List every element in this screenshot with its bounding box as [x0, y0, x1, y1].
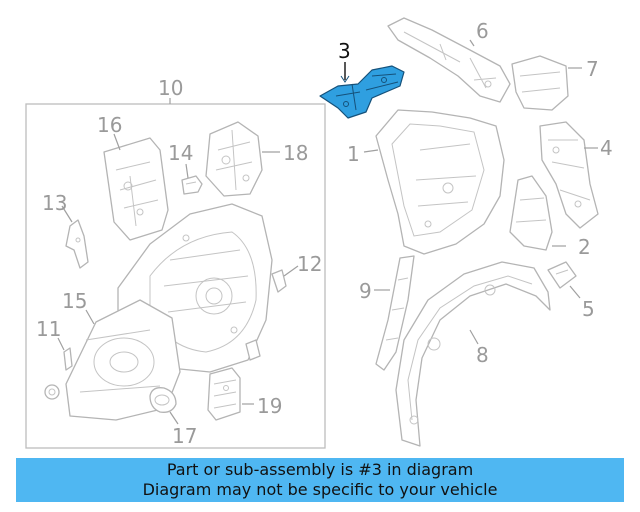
part-14 [181, 175, 203, 195]
callout-5: 5 [582, 297, 595, 321]
info-banner: Part or sub-assembly is #3 in diagram Di… [16, 458, 624, 502]
callout-3: 3 [338, 39, 351, 63]
callout-7: 7 [586, 57, 599, 81]
part-3-highlighted [319, 65, 405, 119]
parts-diagram: 10 16 14 18 13 [25, 17, 613, 449]
callout-1: 1 [347, 142, 360, 166]
callout-19: 19 [257, 394, 282, 418]
callout-8: 8 [476, 343, 489, 367]
part-1 [375, 109, 505, 255]
callout-18: 18 [283, 141, 308, 165]
part-16 [103, 137, 169, 241]
part-4 [539, 121, 599, 229]
part-8 [395, 261, 551, 447]
callout-16: 16 [97, 113, 122, 137]
part-9 [375, 255, 415, 371]
callout-12: 12 [297, 252, 322, 276]
callout-10: 10 [158, 76, 183, 100]
callout-6: 6 [476, 19, 489, 43]
part-6 [387, 17, 511, 103]
callout-13: 13 [42, 191, 67, 215]
callout-11: 11 [36, 317, 61, 341]
callout-9: 9 [359, 279, 372, 303]
callout-15: 15 [62, 289, 87, 313]
part-7 [511, 55, 569, 111]
banner-line-2: Diagram may not be specific to your vehi… [142, 480, 498, 499]
banner-line-1: Part or sub-assembly is #3 in diagram [166, 460, 474, 479]
callout-2: 2 [578, 235, 591, 259]
part-17 [149, 387, 177, 413]
part-2 [509, 175, 553, 251]
assembly-box-10 [25, 103, 326, 449]
callout-14: 14 [168, 141, 193, 165]
part-5 [547, 261, 577, 289]
part-19 [207, 367, 241, 421]
callout-17: 17 [172, 424, 197, 448]
part-11 [63, 347, 73, 371]
part-13 [65, 219, 89, 269]
callout-4: 4 [600, 136, 613, 160]
part-grommet [44, 384, 60, 400]
part-clip-small [245, 339, 261, 361]
part-18 [205, 121, 263, 197]
part-12 [271, 269, 287, 293]
